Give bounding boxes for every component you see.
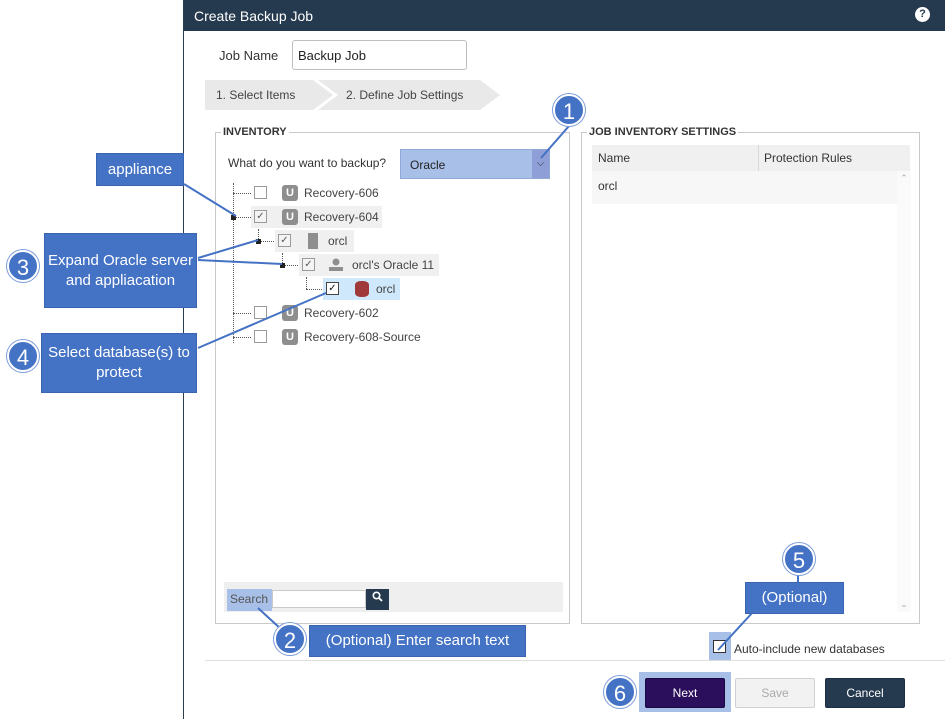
tree-connector [233,313,251,314]
tree-item-label: orcl [376,282,396,296]
tree-connector [258,241,276,242]
tree-checkbox[interactable] [254,330,267,343]
step-badge-2: 2 [274,623,306,655]
appliance-icon: U [282,329,298,345]
search-input[interactable] [272,590,366,608]
tree-item-recovery-604[interactable]: ✓ U Recovery-604 [251,206,382,228]
cancel-button[interactable]: Cancel [825,678,905,708]
tree-item-recovery-602[interactable]: U Recovery-602 [251,302,386,324]
tree-checkbox[interactable]: ✓ [278,234,291,247]
tree-item-orcl-server[interactable]: ✓ orcl [275,230,354,252]
tree-checkbox[interactable]: ✓ [254,210,267,223]
step-badge-1: 1 [553,94,585,126]
auto-include-label[interactable]: Auto-include new databases [734,642,885,656]
tree-connector [258,229,259,241]
callout-expand-oracle: Expand Oracle server and appliacation [44,233,197,308]
tree-item-recovery-608-source[interactable]: U Recovery-608-Source [251,326,431,348]
callout-appliance: appliance [96,153,184,186]
next-button[interactable]: Next [645,678,725,708]
search-bar: Search [224,582,563,612]
row-name-cell: orcl [598,179,618,193]
step-define-job-settings[interactable]: 2. Define Job Settings [318,80,500,110]
appliance-icon: U [282,305,298,321]
callout-optional-auto-include: (Optional) [745,582,844,614]
column-header-protection-rules[interactable]: Protection Rules [764,151,853,165]
appliance-icon: U [282,185,298,201]
tree-expander-icon[interactable] [256,239,261,244]
dialog-title: Create Backup Job [194,8,314,24]
tree-connector [233,217,251,218]
search-label: Search [227,589,272,611]
settings-legend: JOB INVENTORY SETTINGS [587,126,739,138]
tree-expander-icon[interactable] [231,215,236,220]
auto-include-highlight [709,632,731,660]
oracle-instance-icon [329,258,343,271]
job-inventory-settings-panel: JOB INVENTORY SETTINGS Name Protection R… [581,126,920,624]
dialog-title-bar: Create Backup Job ? [184,0,945,31]
tree-connector [282,253,283,265]
step-select-items[interactable]: 1. Select Items [205,80,333,110]
tree-item-orcl-database[interactable]: ✓ orcl [323,278,400,300]
table-row[interactable]: orcl [592,171,897,204]
step-badge-3: 3 [7,250,39,282]
tree-connector [306,277,307,289]
database-icon [355,281,369,297]
chevron-down-icon[interactable]: ⌵ [532,150,549,178]
callout-select-database: Select database(s) to protect [41,333,197,393]
vertical-scrollbar[interactable]: ⌃ ⌄ [897,171,911,612]
tree-item-oracle-instance[interactable]: ✓ orcl's Oracle 11 [299,254,439,276]
tree-checkbox[interactable]: ✓ [326,282,339,295]
tree-connector [233,337,251,338]
scroll-down-icon[interactable]: ⌄ [900,599,908,609]
scroll-up-icon[interactable]: ⌃ [900,173,908,183]
tree-connector [306,289,324,290]
tree-checkbox[interactable]: ✓ [302,258,315,271]
save-button[interactable]: Save [735,678,815,708]
footer-divider [205,660,945,661]
inventory-legend: INVENTORY [221,126,289,138]
step-badge-6: 6 [604,676,636,708]
settings-table-header: Name Protection Rules [592,145,910,171]
tree-item-label: orcl [328,234,348,248]
tree-checkbox[interactable] [254,186,267,199]
tree-item-recovery-606[interactable]: U Recovery-606 [251,182,386,204]
callout-optional-search: (Optional) Enter search text [309,625,526,657]
backup-type-label: What do you want to backup? [228,156,387,170]
search-icon [372,591,383,602]
backup-type-select[interactable]: Oracle ⌵ [400,149,550,179]
help-icon[interactable]: ? [915,7,930,22]
tree-connector [233,193,251,194]
tree-item-label: Recovery-606 [304,186,379,200]
tree-checkbox[interactable] [254,306,267,319]
step-badge-5: 5 [783,543,815,575]
tree-expander-icon[interactable] [280,263,285,268]
job-name-input[interactable] [292,40,467,70]
server-icon [308,233,318,249]
column-header-name[interactable]: Name [598,151,631,165]
job-name-label: Job Name [219,48,279,63]
tree-item-label: orcl's Oracle 11 [352,258,435,272]
appliance-icon: U [282,209,298,225]
tree-item-label: Recovery-602 [304,306,379,320]
tree-connector [282,265,300,266]
inventory-panel: INVENTORY What do you want to backup? Or… [215,126,570,624]
auto-include-checkbox[interactable] [713,640,726,653]
step-badge-4: 4 [7,340,39,372]
tree-connector [233,183,234,343]
tree-item-label: Recovery-608-Source [304,330,421,344]
search-button[interactable] [366,589,389,610]
tree-item-label: Recovery-604 [304,210,379,224]
column-separator [758,145,759,171]
backup-type-value: Oracle [410,158,446,172]
